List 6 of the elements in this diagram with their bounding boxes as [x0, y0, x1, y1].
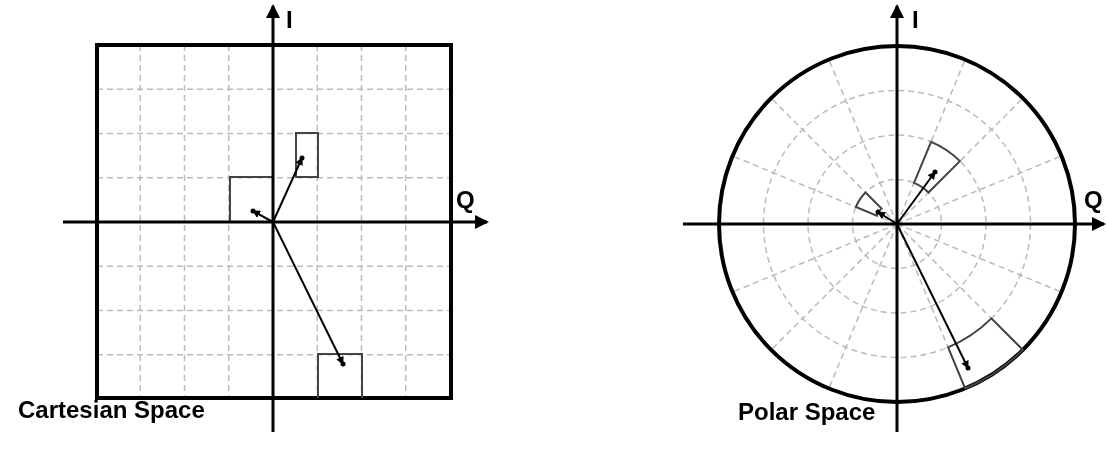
plot-caption: Cartesian Space	[18, 396, 205, 424]
plot-caption: Polar Space	[738, 398, 876, 426]
axis-label: I	[912, 6, 919, 34]
axis-label: Q	[456, 186, 475, 214]
axis-label: Q	[1084, 186, 1103, 214]
axis-label: I	[286, 6, 293, 34]
